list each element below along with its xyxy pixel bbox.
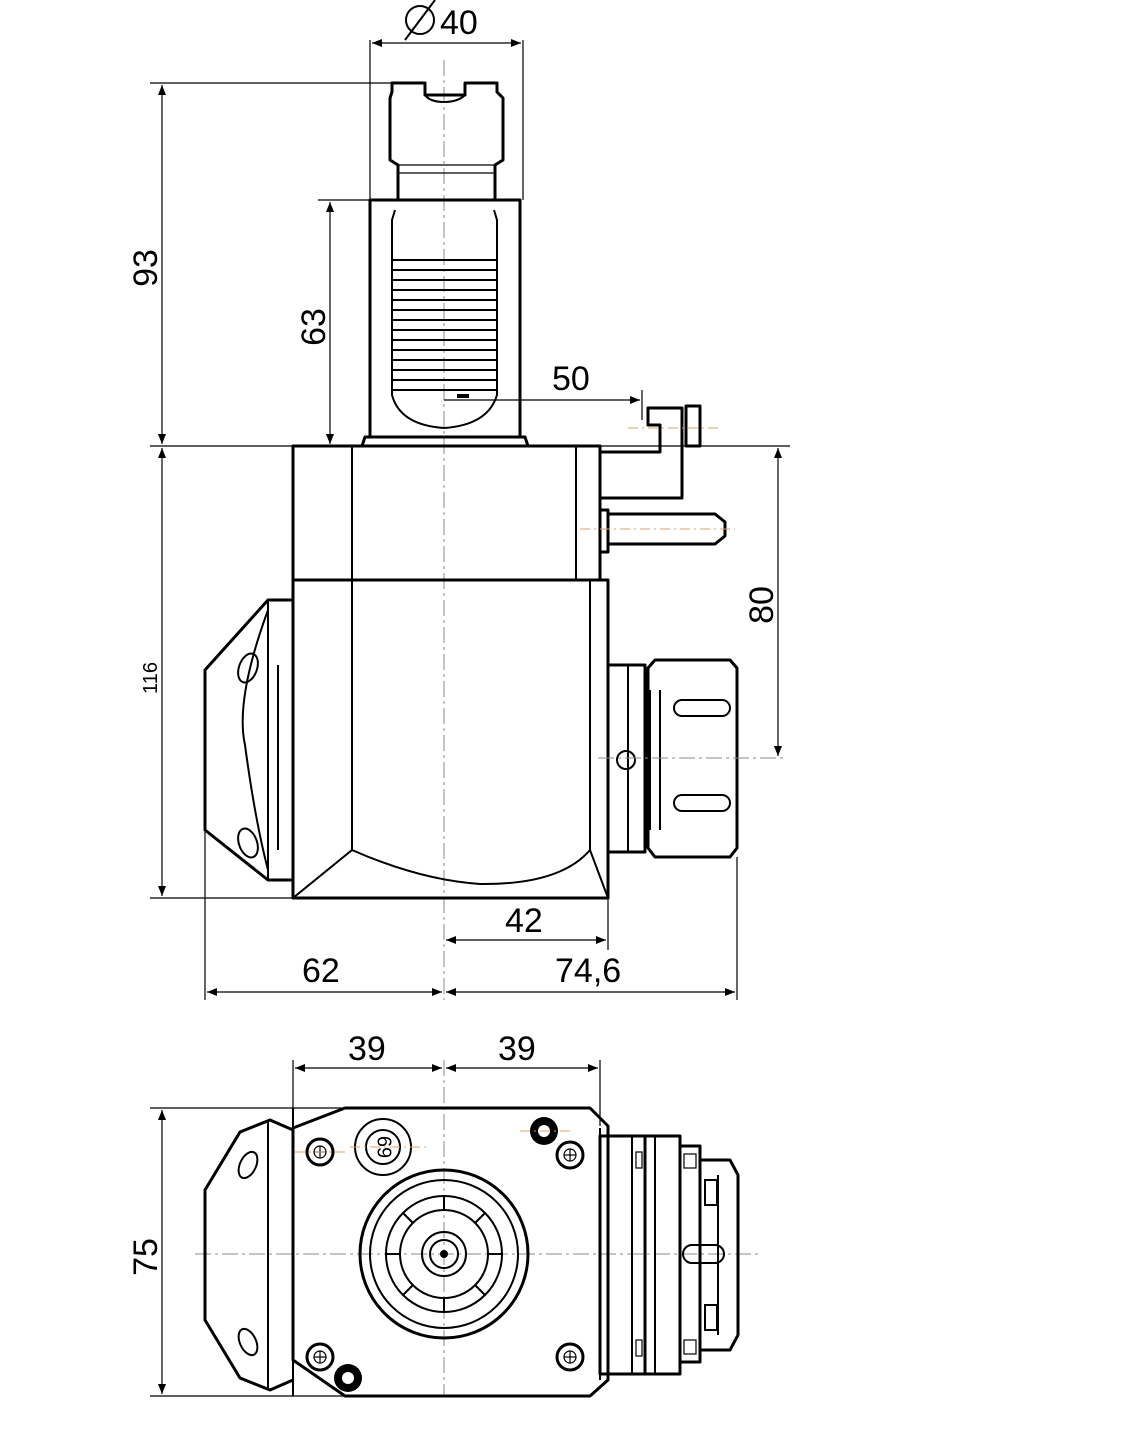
collet-slot-lower [673,794,731,812]
front-flange-hole-bottom [237,1327,259,1357]
flange-hole-bottom [237,827,259,859]
dim-74-6: 74,6 [555,952,621,990]
dim-50: 50 [552,360,590,398]
housing-upper [291,444,602,582]
flange-hole-top [237,652,259,684]
front-body [291,1106,610,1398]
front-collet-slot [682,1244,725,1264]
diameter-symbol [404,0,436,41]
front-collet-flange [643,1134,682,1376]
front-view-dimensions: 39 39 75 [127,1030,601,1397]
dim-42: 42 [505,902,543,940]
front-view: 69 [195,1060,760,1398]
dowel-pin-bottom [334,1364,362,1392]
shank-head [388,81,505,202]
collet-slot-upper [673,699,731,717]
screw-top-right [555,1140,585,1170]
locating-bracket [598,406,684,500]
dim-39-left: 39 [348,1030,386,1068]
screw-bottom-right [555,1342,585,1372]
dim-39-right: 39 [498,1030,536,1068]
dim-62: 62 [302,952,340,990]
dim-diameter-40: 40 [440,4,478,42]
housing-curved-relief [292,848,609,899]
collet-nut [646,658,739,859]
spindle-collet-front [358,1168,530,1340]
dim-75: 75 [127,1238,165,1276]
dim-93: 93 [127,249,165,287]
front-left-flange [203,1118,294,1392]
screw-bottom-left [305,1342,335,1372]
coolant-mark-label: 69 [373,1136,395,1158]
collet-segment-lines [386,1196,502,1312]
thread-ridges [392,259,497,391]
side-view [203,60,785,1000]
front-flange-hole-top [237,1150,259,1180]
thread-outline [391,209,498,430]
spindle-pin-hole [616,750,636,770]
bracket-screw [684,404,702,448]
front-collet-nut [698,1158,740,1352]
housing-lower [291,578,610,900]
dim-80: 80 [743,586,781,624]
side-view-dimensions: 40 93 63 50 116 80 42 62 74,6 [127,0,790,1000]
left-flange [203,598,293,882]
locating-pin [606,512,727,546]
dim-63: 63 [295,308,333,346]
dim-116: 116 [140,662,162,694]
spindle-ring [606,663,647,854]
